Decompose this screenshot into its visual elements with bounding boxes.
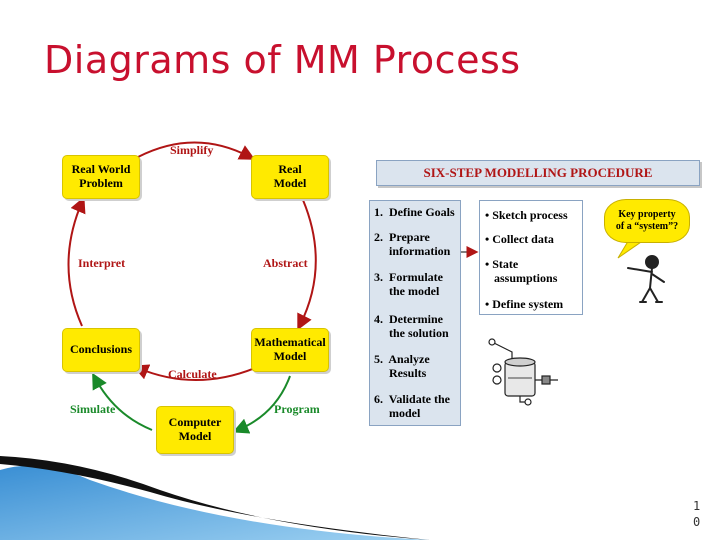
step-2: 2. Prepare information [374, 230, 451, 258]
label-simulate: Simulate [70, 402, 116, 416]
bullet-sketch-process: • Sketch process [485, 208, 568, 222]
box-real-model: Real Model [251, 155, 329, 199]
info-panel: • Sketch process • Collect data • State … [479, 200, 583, 315]
arrow-interpret [67, 196, 86, 327]
arrow-simulate [92, 372, 153, 431]
page-number: 1 0 [693, 499, 701, 530]
bullet-collect-data: • Collect data [485, 232, 554, 246]
step-3: 3. Formulate the model [374, 270, 443, 298]
step-5: 5. Analyze Results [374, 352, 430, 380]
label-calculate: Calculate [168, 367, 217, 381]
label-program: Program [274, 402, 320, 416]
bullet-define-system: • Define system [485, 297, 564, 311]
label-abstract: Abstract [263, 256, 308, 270]
arrow-abstract [297, 199, 317, 331]
label-simplify: Simplify [170, 143, 214, 157]
steps-panel: 1. Define Goals 2. Prepare information 3… [369, 200, 461, 426]
page-title: Diagrams of MM Process [44, 38, 521, 82]
arrow-calculate [132, 364, 256, 381]
bullet-state-assumptions: • State assumptions [485, 257, 558, 285]
arrow-simplify [137, 141, 256, 160]
box-mathematical-model: Mathematical Model [251, 328, 329, 372]
box-computer-model: Computer Model [156, 406, 234, 454]
label-interpret: Interpret [78, 256, 126, 270]
step-1: 1. Define Goals [374, 205, 455, 219]
step-4: 4. Determine the solution [374, 312, 449, 340]
box-real-world-problem: Real World Problem [62, 155, 140, 199]
corner-swoosh [0, 456, 430, 540]
key-property-bubble: Key property of a “system”? [604, 199, 690, 243]
procedure-title: SIX-STEP MODELLING PROCEDURE [376, 160, 700, 186]
box-conclusions: Conclusions [62, 328, 140, 372]
arrow-program [232, 375, 291, 434]
process-tank-icon [488, 338, 558, 406]
step-6: 6. Validate the model [374, 392, 451, 420]
stick-figure-icon [627, 255, 665, 303]
